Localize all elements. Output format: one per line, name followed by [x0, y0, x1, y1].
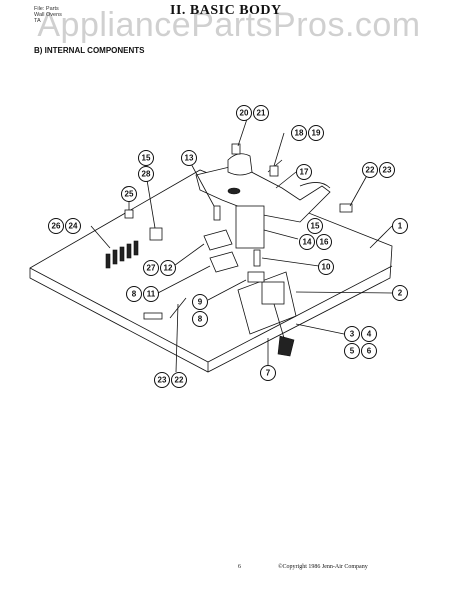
- svg-text:4: 4: [367, 330, 372, 339]
- svg-text:10: 10: [322, 263, 331, 272]
- svg-text:23: 23: [158, 376, 167, 385]
- svg-text:11: 11: [147, 290, 156, 299]
- misc-parts: [105, 143, 353, 320]
- callout-19: 19: [308, 125, 324, 141]
- product-label: Wall Ovens: [34, 12, 62, 18]
- svg-text:18: 18: [295, 129, 304, 138]
- callout-26: 26: [48, 218, 64, 234]
- leader-lines: [90, 112, 393, 373]
- callout-20: 20: [236, 105, 252, 121]
- copyright-notice: ©Copyright 1986 Jenn-Air Company: [278, 564, 368, 570]
- page-number: 6: [238, 564, 241, 570]
- callout-1: 1: [392, 218, 408, 234]
- callout-2: 2: [392, 285, 408, 301]
- svg-text:5: 5: [350, 347, 355, 356]
- callout-16: 16: [316, 234, 332, 250]
- svg-text:14: 14: [303, 238, 312, 247]
- callout-27: 27: [143, 260, 159, 276]
- callout-22b: 22: [171, 372, 187, 388]
- svg-text:9: 9: [198, 298, 203, 307]
- svg-text:22: 22: [366, 166, 375, 175]
- svg-text:8: 8: [132, 290, 137, 299]
- watermark: AppliancePartsPros.com: [37, 6, 421, 44]
- callout-17: 17: [296, 164, 312, 180]
- callout-18: 18: [291, 125, 307, 141]
- svg-text:1: 1: [398, 222, 403, 231]
- callout-15b: 15: [307, 218, 323, 234]
- callout-9: 9: [192, 294, 208, 310]
- svg-text:24: 24: [69, 222, 78, 231]
- svg-text:12: 12: [164, 264, 173, 273]
- svg-text:28: 28: [142, 170, 151, 179]
- terminal-block: [105, 240, 139, 269]
- svg-text:7: 7: [266, 369, 271, 378]
- svg-text:15: 15: [142, 154, 151, 163]
- callout-13: 13: [181, 150, 197, 166]
- file-label: File: Parts: [34, 6, 59, 12]
- callout-23a: 23: [379, 162, 395, 178]
- blower-duct: [195, 153, 331, 249]
- callout-15a: 15: [138, 150, 154, 166]
- callout-12: 12: [160, 260, 176, 276]
- svg-text:2: 2: [398, 289, 403, 298]
- svg-text:26: 26: [52, 222, 61, 231]
- section-subtitle: B) INTERNAL COMPONENTS: [34, 46, 145, 55]
- callout-8a: 8: [126, 286, 142, 302]
- callout-25: 25: [121, 186, 137, 202]
- callout-10: 10: [318, 259, 334, 275]
- model-label: TA: [34, 18, 41, 24]
- page-title: II. BASIC BODY: [170, 3, 282, 18]
- svg-text:13: 13: [185, 154, 194, 163]
- callout-14: 14: [299, 234, 315, 250]
- svg-text:20: 20: [240, 109, 249, 118]
- callout-22a: 22: [362, 162, 378, 178]
- svg-text:16: 16: [320, 238, 329, 247]
- callout-7: 7: [260, 365, 276, 381]
- callout-8b: 8: [192, 311, 208, 327]
- callout-24: 24: [65, 218, 81, 234]
- callout-6: 6: [361, 343, 377, 359]
- callout-23b: 23: [154, 372, 170, 388]
- svg-text:25: 25: [125, 190, 134, 199]
- callout-4: 4: [361, 326, 377, 342]
- callout-28: 28: [138, 166, 154, 182]
- svg-text:17: 17: [300, 168, 309, 177]
- svg-text:8: 8: [198, 315, 203, 324]
- svg-text:19: 19: [312, 129, 321, 138]
- svg-text:27: 27: [147, 264, 156, 273]
- svg-text:6: 6: [367, 347, 372, 356]
- motor-assembly: [237, 271, 297, 357]
- callout-5: 5: [344, 343, 360, 359]
- svg-text:3: 3: [350, 330, 355, 339]
- svg-text:21: 21: [257, 109, 266, 118]
- callout-11: 11: [143, 286, 159, 302]
- callout-21: 21: [253, 105, 269, 121]
- svg-text:23: 23: [383, 166, 392, 175]
- callout-3: 3: [344, 326, 360, 342]
- svg-text:22: 22: [175, 376, 184, 385]
- svg-text:15: 15: [311, 222, 320, 231]
